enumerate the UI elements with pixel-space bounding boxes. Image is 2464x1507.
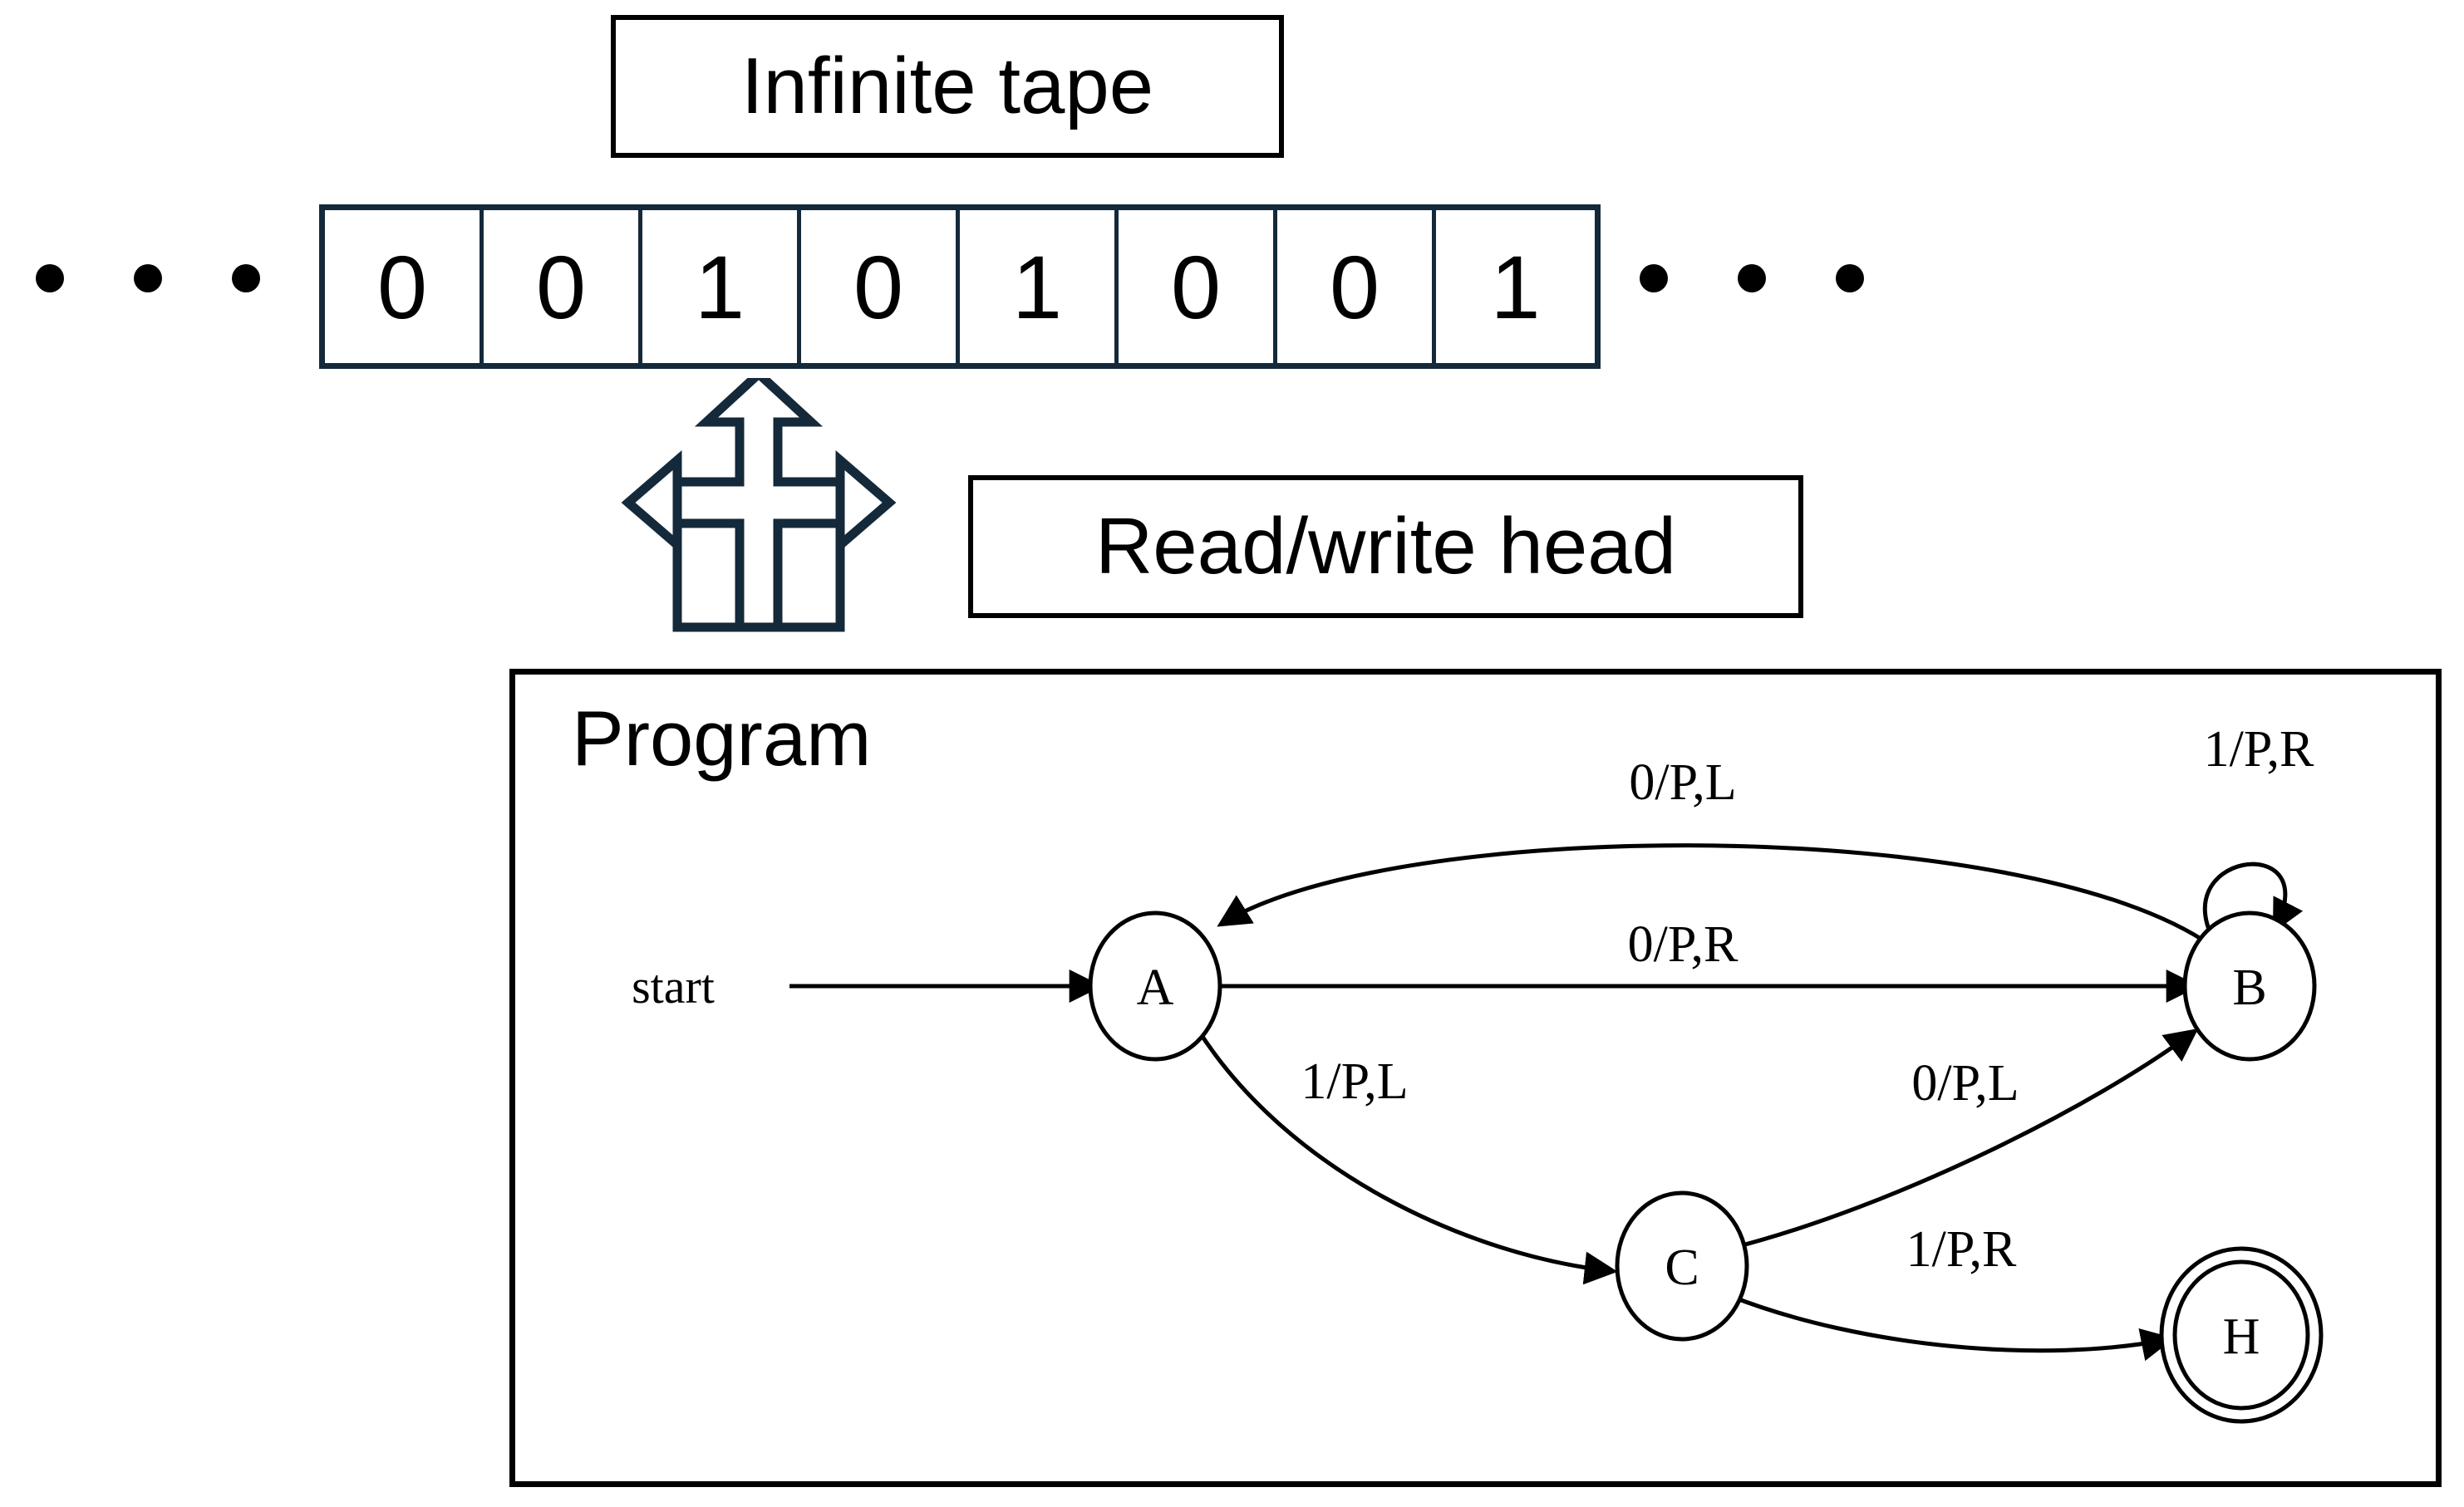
head-outline: [621, 378, 897, 632]
state-b-label: B: [2232, 960, 2266, 1016]
ellipsis-dot: [232, 264, 260, 292]
tape-cell[interactable]: 1: [960, 210, 1119, 363]
state-c-label: C: [1665, 1239, 1699, 1296]
start-label: start: [632, 960, 715, 1014]
state-h-label: H: [2223, 1308, 2260, 1365]
edge-c-to-b: [1732, 1028, 2199, 1250]
infinite-tape-label: Infinite tape: [740, 42, 1154, 130]
state-node-b[interactable]: B: [2182, 911, 2317, 1062]
state-node-h[interactable]: H: [2159, 1246, 2324, 1424]
edge-label-a-to-b: 0/P,R: [1628, 916, 1739, 973]
ellipsis-dot: [1836, 264, 1864, 292]
infinite-tape-callout: Infinite tape: [611, 15, 1284, 158]
ellipsis-dot: [1738, 264, 1766, 292]
read-write-head-callout: Read/write head: [968, 475, 1803, 618]
tape-strip: 0 0 1 0 1 0 0 1: [319, 204, 1601, 369]
edge-b-self-loop: [2203, 861, 2304, 950]
state-node-a[interactable]: A: [1088, 911, 1222, 1062]
edge-a-to-c: [1194, 1026, 1618, 1285]
state-a-circle: [1088, 911, 1222, 1062]
state-b-circle: [2182, 911, 2317, 1062]
state-h-inner-circle: [2172, 1259, 2310, 1411]
read-write-head-icon[interactable]: [499, 378, 1014, 652]
edge-label-a-to-c: 1/P,L: [1301, 1053, 1408, 1110]
ellipsis-dot: [1640, 264, 1668, 292]
edge-label-b-to-a: 0/P,L: [1629, 754, 1736, 811]
edge-label-c-to-b: 0/P,L: [1911, 1055, 2019, 1112]
tape-cell[interactable]: 1: [642, 210, 801, 363]
state-node-c[interactable]: C: [1615, 1190, 1749, 1342]
ellipsis-dot: [134, 264, 162, 292]
tape-cell[interactable]: 0: [801, 210, 960, 363]
state-machine-diagram: start 0/P,R 0/P,L 1/P,R 1/P,L 0/P,L 1/P,…: [632, 721, 2324, 1424]
edge-label-b-self: 1/P,R: [2204, 721, 2314, 778]
tape-cell[interactable]: 0: [325, 210, 484, 363]
tape-cell[interactable]: 0: [484, 210, 642, 363]
tape-cell[interactable]: 0: [1277, 210, 1436, 363]
edge-b-to-a: [1217, 843, 2214, 949]
head-right-panel: [778, 482, 845, 632]
head-left-panel: [672, 482, 740, 632]
state-a-label: A: [1137, 960, 1174, 1016]
program-title: Program: [572, 695, 872, 782]
program-box: Program start 0/P,R 0/P,L 1/P,R 1/P,L: [509, 669, 2442, 1487]
edge-label-c-to-h: 1/P,R: [1906, 1221, 2017, 1278]
state-c-circle: [1615, 1190, 1749, 1342]
ellipsis-dot: [36, 264, 64, 292]
read-write-head-label: Read/write head: [1094, 502, 1677, 591]
edge-c-to-h: [1729, 1293, 2175, 1362]
tape-cell[interactable]: 1: [1436, 210, 1595, 363]
tape-cell[interactable]: 0: [1119, 210, 1277, 363]
tape-right-ellipsis: [1640, 264, 1864, 292]
tape-left-ellipsis: [36, 264, 260, 292]
